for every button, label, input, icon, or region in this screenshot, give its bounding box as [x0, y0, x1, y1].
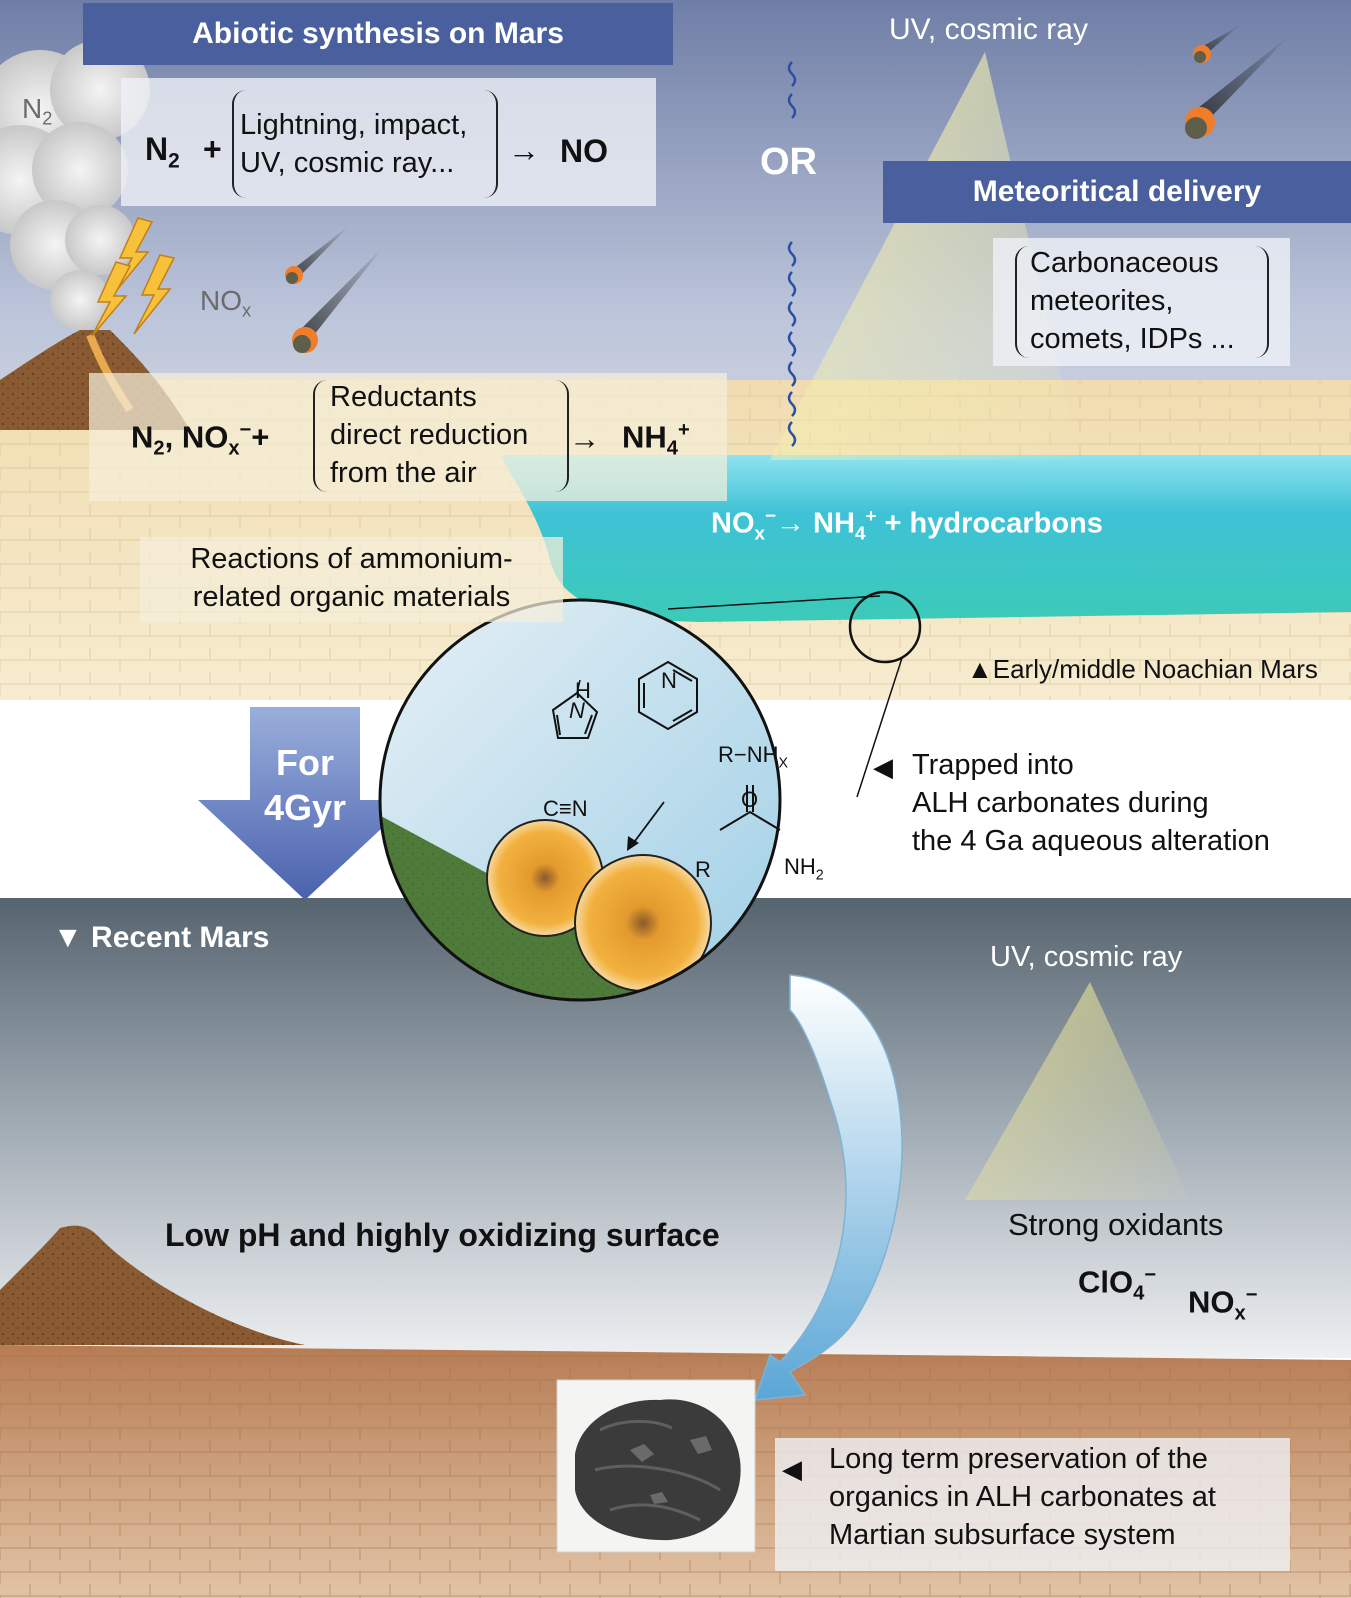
reaction2-arrow: → [569, 421, 600, 456]
plume-n2-label: N2 [22, 93, 53, 129]
ocean-reaction: NOx−→ NH4+ + hydrocarbons [711, 505, 1103, 544]
condition-line: from the air [330, 457, 477, 489]
amide-r-label: R [695, 857, 711, 882]
uv-top-label: UV, cosmic ray [889, 13, 1088, 46]
oxidants-title: Strong oxidants [1008, 1207, 1224, 1242]
trapped-line: the 4 Ga aqueous alteration [912, 825, 1270, 857]
trapped-text: Trapped into ALH carbonates during the 4… [912, 746, 1270, 860]
deposit-arrow [631, 801, 665, 846]
recent-mars-label: ▼ Recent Mars [53, 921, 270, 954]
organic-line: related organic materials [192, 581, 511, 613]
noachian-label: ▲Early/middle Noachian Mars [967, 654, 1318, 684]
condition-line: Lightning, impact, [240, 109, 468, 141]
lightning-icon [91, 217, 176, 337]
surface-label: Low pH and highly oxidizing surface [165, 1217, 720, 1253]
pyrrole-h-label: H [575, 678, 591, 703]
pyrrole-molecule [551, 691, 599, 739]
condition-line: Reductants [330, 381, 477, 413]
reaction1-arrow: → [508, 132, 540, 168]
preservation-text: Long term preservation of the organics i… [829, 1440, 1216, 1554]
preservation-line: Long term preservation of the [829, 1443, 1208, 1475]
perchlorate-label: ClO4− [1078, 1264, 1157, 1305]
organic-reactions-panel [140, 537, 563, 622]
reaction1-product: NO [560, 133, 608, 169]
time-arrow [198, 707, 412, 900]
reaction2-conditions: Reductants direct reduction from the air [330, 378, 528, 492]
time-line: For [276, 742, 334, 783]
organic-line: Reactions of ammonium- [190, 543, 513, 575]
meteor-bracket [1015, 246, 1269, 358]
alh-meteorite-photo [556, 1379, 756, 1553]
amide-o-label: O [741, 787, 759, 812]
organic-reactions-text: Reactions of ammonium- related organic m… [140, 540, 563, 616]
nitrile-label: C≡N [543, 796, 588, 821]
pyridine-molecule [638, 660, 698, 731]
reaction2-bracket [313, 380, 569, 492]
trapped-line: ALH carbonates during [912, 787, 1209, 819]
condition-line: direct reduction [330, 419, 529, 451]
nox-gas-label: NOx [200, 285, 252, 321]
curved-arrow [753, 974, 903, 1401]
meteor-sources: Carbonaceous meteorites, comets, IDPs ..… [1030, 244, 1235, 358]
reaction2-reactants: N2, NOx−+ [131, 419, 270, 460]
uv-bottom-label: UV, cosmic ray [990, 941, 1183, 973]
preservation-marker: ◀ [782, 1454, 802, 1484]
zoom-source-circle [848, 590, 922, 664]
reaction1-plus: + [203, 131, 222, 167]
reaction1-reactant: N2 [145, 131, 180, 173]
carbonate-inset [378, 598, 782, 1002]
pyridine-n-label: N [661, 668, 677, 693]
trapped-marker: ◀ [873, 752, 893, 782]
amine-label: R−NHX [718, 742, 789, 772]
preservation-line: organics in ALH carbonates at [829, 1481, 1216, 1513]
preservation-line: Martian subsurface system [829, 1519, 1176, 1551]
preservation-panel [775, 1438, 1290, 1571]
reaction2-product: NH4+ [622, 419, 690, 460]
abiotic-banner: Abiotic synthesis on Mars [83, 3, 673, 65]
amide-nh-label: NH2 [784, 854, 824, 884]
uv-beam-bottom [965, 982, 1190, 1200]
time-line: 4Gyr [263, 787, 347, 828]
meteor-icon [285, 225, 385, 353]
trapped-line: Trapped into [912, 749, 1074, 781]
reaction1-panel [121, 78, 656, 206]
meteor-line: meteorites, [1030, 285, 1174, 317]
reaction1-conditions: Lightning, impact, UV, cosmic ray... [240, 106, 467, 182]
meteor-banner: Meteoritical delivery [883, 161, 1351, 223]
meteor-line: comets, IDPs ... [1030, 323, 1235, 355]
pyrrole-n-label: N [569, 698, 585, 723]
condition-line: UV, cosmic ray... [240, 147, 455, 179]
meteor-panel [993, 238, 1290, 366]
meteor-line: Carbonaceous [1030, 247, 1219, 279]
or-label: OR [760, 141, 817, 183]
amide-molecule [719, 810, 781, 831]
wavy-separator [787, 61, 797, 447]
reaction2-panel [89, 373, 727, 501]
time-arrow-text: For 4Gyr [230, 740, 380, 830]
reaction1-bracket [232, 90, 498, 198]
nox-oxidant-label: NOx− [1188, 1284, 1258, 1325]
meteor-icon [1185, 25, 1290, 139]
